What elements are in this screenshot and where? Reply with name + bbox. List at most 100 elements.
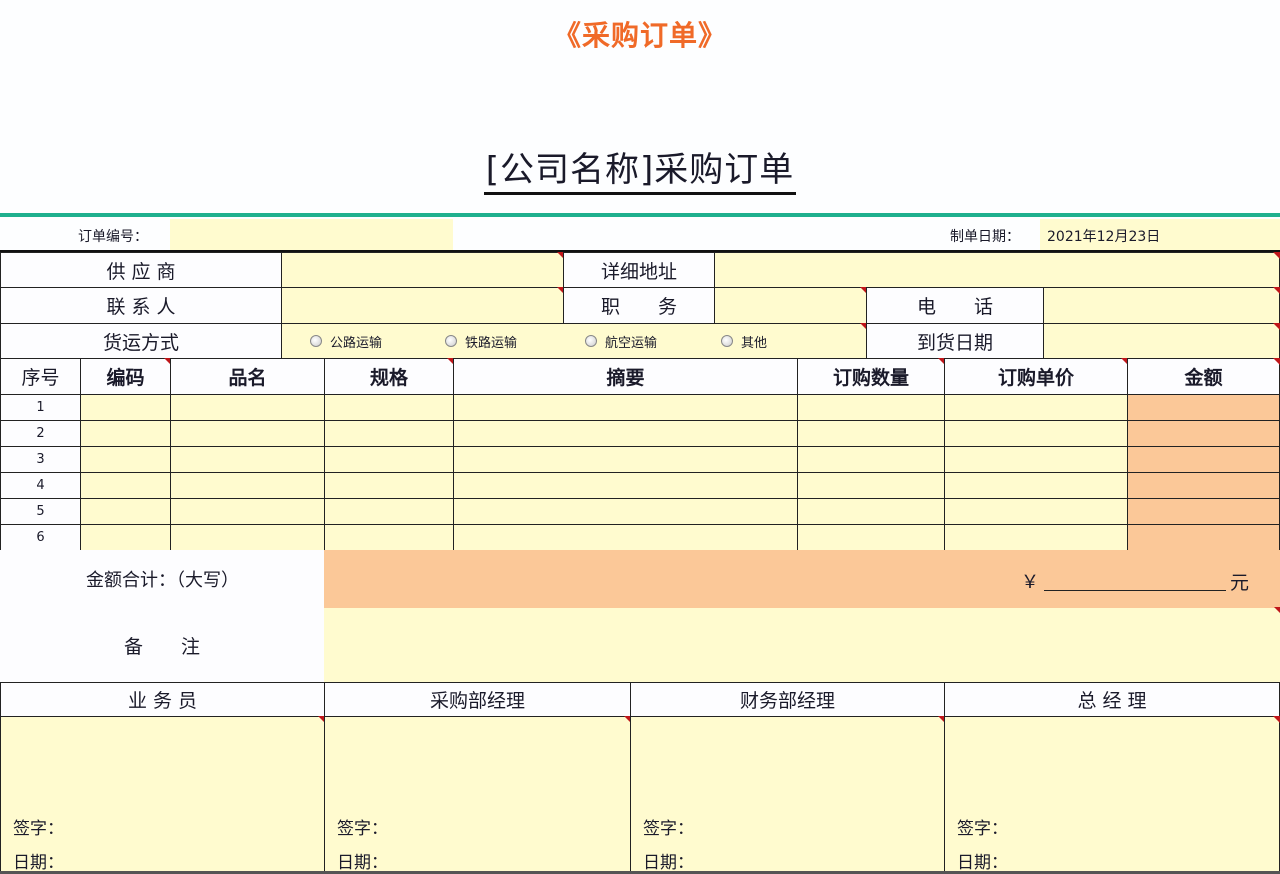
price-cell[interactable] [944,498,1128,525]
amount-cell[interactable] [1127,394,1280,421]
spec-cell[interactable] [324,446,454,473]
spec-cell[interactable] [324,498,454,525]
row-no: 6 [0,524,81,551]
remarks-input[interactable] [324,607,1280,683]
shipping-label: 货运方式 [0,323,282,359]
name-cell[interactable] [170,524,325,551]
summary-cell[interactable] [453,394,798,421]
phone-label: 电 话 [866,287,1044,324]
code-cell[interactable] [80,498,171,525]
role-purchasing-manager: 采购部经理 [324,682,631,717]
name-cell[interactable] [170,446,325,473]
radio-icon[interactable] [721,335,733,347]
sign-label: 签字： [643,819,694,839]
date-input[interactable]: 2021年12月23日 [1040,219,1280,250]
shipping-options: 公路运输 铁路运输 航空运输 其他 [281,323,867,359]
banner-title: 《采购订单》 [552,19,727,52]
shipping-option-road[interactable]: 公路运输 [310,332,445,351]
amount-cell[interactable] [1127,420,1280,447]
supplier-input[interactable] [281,252,564,288]
qty-cell[interactable] [797,420,945,447]
col-header-price: 订购单价 [944,358,1128,395]
date-label: 制单日期： [950,229,1020,245]
spec-cell[interactable] [324,394,454,421]
form-title-text: [公司名称]采购订单 [483,150,797,195]
row-no: 2 [0,420,81,447]
radio-icon[interactable] [445,335,457,347]
teal-divider [0,213,1280,217]
shipping-option-other[interactable]: 其他 [721,332,767,351]
shipping-option-rail[interactable]: 铁路运输 [445,332,585,351]
date-label: 日期： [13,853,64,873]
code-cell[interactable] [80,446,171,473]
contact-input[interactable] [281,287,564,324]
bottom-border [0,871,1280,874]
table-row: 3 [0,446,1280,473]
signature-box-salesperson[interactable]: 签字： 日期： [0,716,325,873]
name-cell[interactable] [170,394,325,421]
phone-input[interactable] [1043,287,1280,324]
spec-cell[interactable] [324,420,454,447]
summary-cell[interactable] [453,420,798,447]
qty-cell[interactable] [797,524,945,551]
position-input[interactable] [714,287,867,324]
sign-label: 签字： [957,819,1008,839]
sign-label: 签字： [337,819,388,839]
price-cell[interactable] [944,472,1128,499]
qty-cell[interactable] [797,498,945,525]
summary-cell[interactable] [453,472,798,499]
date-label: 日期： [337,853,388,873]
row-no: 5 [0,498,81,525]
price-cell[interactable] [944,524,1128,551]
position-label: 职 务 [563,287,715,324]
radio-icon[interactable] [310,335,322,347]
arrival-label: 到货日期 [866,323,1044,359]
qty-cell[interactable] [797,394,945,421]
currency-unit: 元 [1230,572,1250,594]
qty-cell[interactable] [797,472,945,499]
qty-cell[interactable] [797,446,945,473]
price-cell[interactable] [944,394,1128,421]
col-header-spec: 规格 [324,358,454,395]
name-cell[interactable] [170,472,325,499]
price-cell[interactable] [944,420,1128,447]
remarks-label: 备 注 [0,608,325,683]
table-row: 5 [0,498,1280,525]
arrival-input[interactable] [1043,323,1280,359]
total-amount-field[interactable]: ￥ 元 [324,550,1280,609]
amount-cell[interactable] [1127,446,1280,473]
col-header-name: 品名 [170,358,325,395]
order-no-input[interactable] [170,219,453,250]
amount-cell[interactable] [1127,472,1280,499]
total-label: 金额合计：（大写） [0,550,325,609]
amount-cell[interactable] [1127,524,1280,551]
code-cell[interactable] [80,394,171,421]
address-input[interactable] [714,252,1280,288]
table-row: 1 [0,394,1280,421]
shipping-option-air[interactable]: 航空运输 [585,332,721,351]
spec-cell[interactable] [324,524,454,551]
radio-icon[interactable] [585,335,597,347]
role-salesperson: 业 务 员 [0,682,325,717]
currency-symbol: ￥ [1021,572,1039,593]
name-cell[interactable] [170,420,325,447]
signature-box-purchasing-manager[interactable]: 签字： 日期： [324,716,631,873]
date-label: 日期： [957,853,1008,873]
summary-cell[interactable] [453,498,798,525]
spec-cell[interactable] [324,472,454,499]
price-cell[interactable] [944,446,1128,473]
name-cell[interactable] [170,498,325,525]
table-row: 6 [0,524,1280,551]
code-cell[interactable] [80,472,171,499]
amount-cell[interactable] [1127,498,1280,525]
row-no: 1 [0,394,81,421]
role-general-manager: 总 经 理 [944,682,1280,717]
code-cell[interactable] [80,420,171,447]
signature-box-general-manager[interactable]: 签字： 日期： [944,716,1280,873]
summary-cell[interactable] [453,524,798,551]
code-cell[interactable] [80,524,171,551]
signature-box-finance-manager[interactable]: 签字： 日期： [630,716,945,873]
col-header-amount: 金额 [1127,358,1280,395]
summary-cell[interactable] [453,446,798,473]
address-label: 详细地址 [563,252,715,288]
